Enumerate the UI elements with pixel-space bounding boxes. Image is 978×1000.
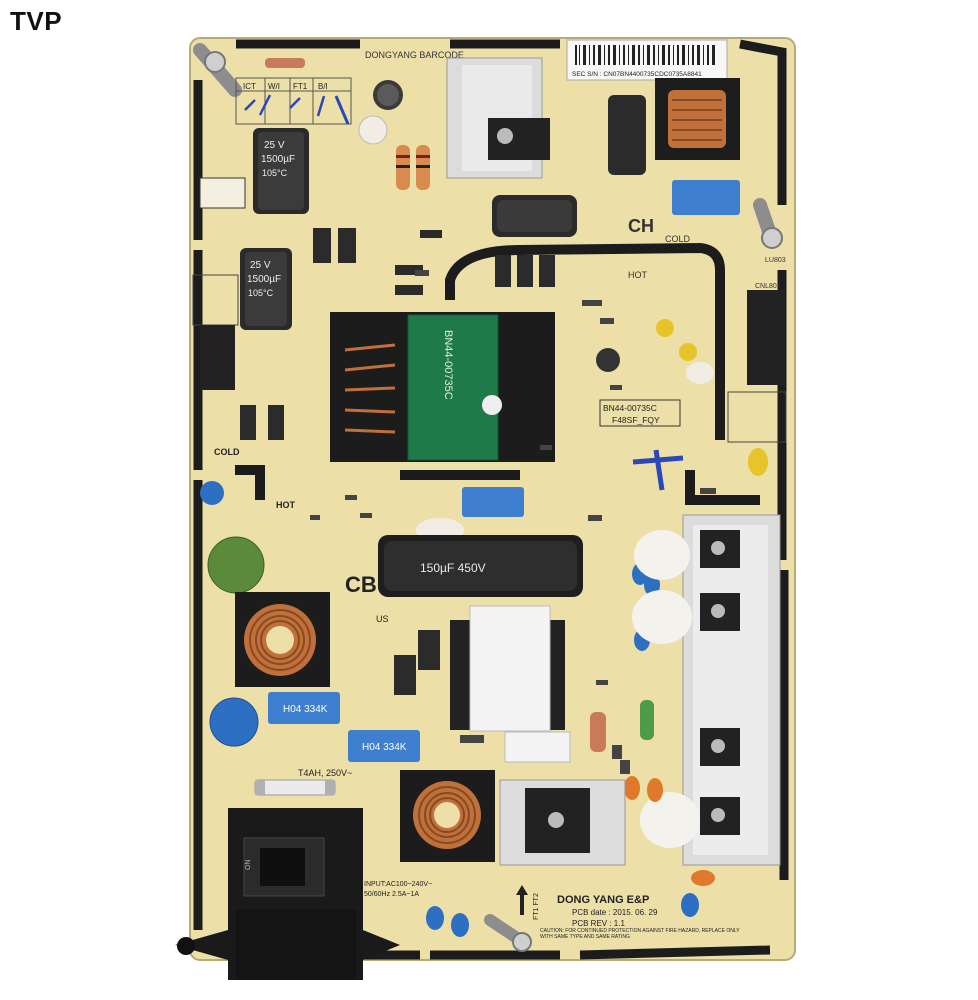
glue-blobs-right	[632, 530, 700, 848]
resistor-green	[640, 700, 654, 740]
sticker-left	[199, 177, 246, 209]
capacitor-top-right	[608, 95, 646, 175]
test-col-bi: B/I	[318, 82, 328, 91]
test-col-ict: ICT	[243, 82, 256, 91]
orange-caps	[624, 776, 715, 886]
direction-arrows	[516, 885, 528, 915]
ac-inlet: ON	[175, 808, 400, 980]
transistor-trio	[495, 255, 555, 287]
cap2-capacitance: 1500µF	[247, 274, 281, 285]
resistor-pair	[396, 145, 430, 190]
ch-mark: CH	[628, 216, 654, 236]
isolation-traces	[235, 242, 760, 505]
zone-hot-mid: HOT	[276, 500, 296, 510]
capacitor-1500uf-2: 25 V 1500µF 105°C	[240, 248, 292, 330]
connector-right	[747, 290, 785, 385]
bulk-cap-label: 150µF 450V	[420, 561, 486, 575]
cap2-voltage: 25 V	[250, 260, 271, 271]
small-electrolytic-cap	[373, 80, 403, 110]
ceramic-disc	[358, 115, 388, 145]
heatsink-top	[446, 57, 550, 179]
part-number: BN44-00735C	[603, 403, 657, 413]
diodes-middle	[394, 630, 440, 695]
cap1-voltage: 25 V	[264, 140, 285, 151]
resistor	[265, 58, 305, 68]
thermistor	[207, 536, 265, 594]
main-transformer: BN44-00735C	[330, 312, 555, 462]
cap1-temp: 105°C	[262, 168, 288, 178]
small-cap-mid	[596, 348, 620, 372]
fuse: T4AH, 250V~	[254, 768, 352, 796]
test-col-ft1: FT1	[293, 82, 308, 91]
pcb-date: PCB date : 2015. 06. 29	[572, 908, 658, 917]
inductor-middle	[450, 605, 565, 732]
zone-cold-left: COLD	[214, 447, 240, 457]
diodes-left	[313, 228, 442, 295]
transformer-label: BN44-00735C	[442, 330, 454, 400]
capacitor-1500uf-1: 25 V 1500µF 105°C	[253, 128, 309, 214]
barcode-header: DONGYANG BARCODE	[365, 50, 464, 60]
input-freq: 50/60Hz 2.5A~1A	[364, 891, 419, 898]
connector-label-lu803: LU803	[765, 257, 786, 264]
caution-text: CAUTION: FOR CONTINUED PROTECTION AGAINS…	[540, 928, 740, 940]
film-cap-mid	[462, 487, 524, 517]
smd-parts	[310, 270, 716, 774]
caution-box: CAUTION: FOR CONTINUED PROTECTION AGAINS…	[540, 928, 740, 940]
yellow-cap-3	[748, 448, 768, 476]
bulk-capacitor: 150µF 450V	[378, 535, 583, 597]
film-cap-h04-2: H04 334K	[348, 730, 420, 762]
zone-cold-right: COLD	[665, 234, 691, 244]
resistor-mid	[590, 712, 606, 752]
heatsink-right	[682, 514, 781, 866]
cap1-capacitance: 1500µF	[261, 154, 295, 165]
ft-label: FT1 FT2	[533, 893, 540, 920]
test-table: ICT W/I FT1 B/I	[235, 77, 352, 125]
ground-lug-right	[753, 198, 783, 249]
yellow-cap-2	[679, 343, 697, 361]
common-mode-choke-2	[400, 770, 495, 862]
yellow-cap-1	[656, 319, 674, 337]
model-code: F48SF_FQY	[612, 415, 660, 425]
watermark: TVP	[10, 6, 63, 36]
cb-mark: CB	[345, 572, 377, 597]
input-rating: INPUT:AC100~240V~	[364, 881, 432, 888]
varistor	[209, 697, 259, 747]
common-mode-choke-1	[235, 592, 330, 687]
part-number-box: BN44-00735C F48SF_FQY	[599, 399, 681, 427]
film-cap-top	[672, 180, 740, 215]
switch-label: ON	[245, 860, 252, 871]
manufacturer: DONG YANG E&P	[557, 894, 649, 906]
white-blob	[686, 362, 714, 384]
fuse-rating: T4AH, 250V~	[298, 768, 352, 778]
test-col-wi: W/I	[268, 82, 280, 91]
white-film-cap	[504, 731, 571, 763]
zone-hot-top: HOT	[628, 270, 648, 280]
bridge-rectifier	[499, 779, 626, 866]
cap2-temp: 105°C	[248, 288, 274, 298]
connector-left	[200, 325, 235, 390]
border-traces	[193, 39, 789, 960]
serial-label: SEC S/N : CN07BN4400735CDC0735A8841	[572, 71, 702, 78]
film-cap-2-label: H04 334K	[362, 742, 407, 753]
standby-transformer	[655, 78, 740, 160]
blue-marker	[632, 449, 684, 491]
serial-sticker: SEC S/N : CN07BN4400735CDC0735A8841	[566, 39, 728, 81]
connector-label-cnl802: CNL802	[755, 283, 781, 290]
ground-lug-bottom	[484, 914, 532, 952]
ground-lug-top	[193, 43, 242, 97]
transistors-cold	[240, 405, 284, 440]
pcb-rev: PCB REV : 1.1	[572, 919, 625, 928]
film-cap-h04-1: H04 334K	[268, 692, 340, 724]
film-cap-1-label: H04 334K	[283, 704, 328, 715]
info-table-right	[727, 391, 787, 443]
capacitor-top-horizontal	[492, 195, 577, 237]
us-mark: US	[376, 614, 389, 624]
